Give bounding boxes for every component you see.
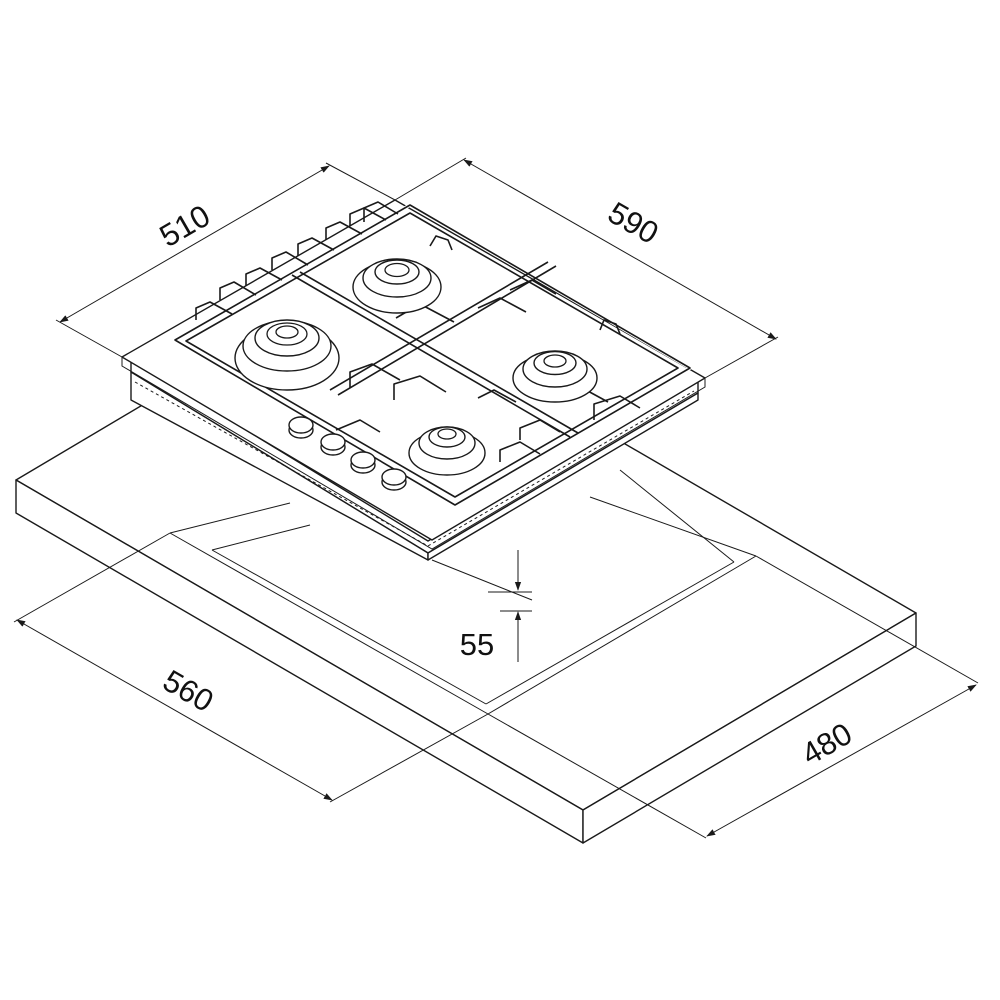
control-knobs bbox=[288, 416, 407, 491]
burner-left-wok bbox=[234, 319, 340, 391]
knob-3 bbox=[350, 451, 376, 474]
burner-front bbox=[408, 426, 486, 476]
knob-4 bbox=[381, 468, 407, 491]
dimension-55: 55 bbox=[431, 550, 533, 662]
countertop-cutout bbox=[169, 469, 757, 715]
burner-right bbox=[512, 350, 598, 403]
knob-2 bbox=[320, 433, 346, 456]
knob-1 bbox=[288, 416, 314, 439]
dimension-label-built-in-height: 55 bbox=[460, 627, 494, 662]
dimension-label-hob-width: 590 bbox=[602, 195, 664, 251]
dimension-label-cutout-depth: 480 bbox=[796, 716, 858, 772]
dimension-label-hob-depth: 510 bbox=[154, 198, 216, 254]
burner-rear bbox=[352, 258, 442, 314]
dimension-label-cutout-width: 560 bbox=[157, 663, 219, 719]
